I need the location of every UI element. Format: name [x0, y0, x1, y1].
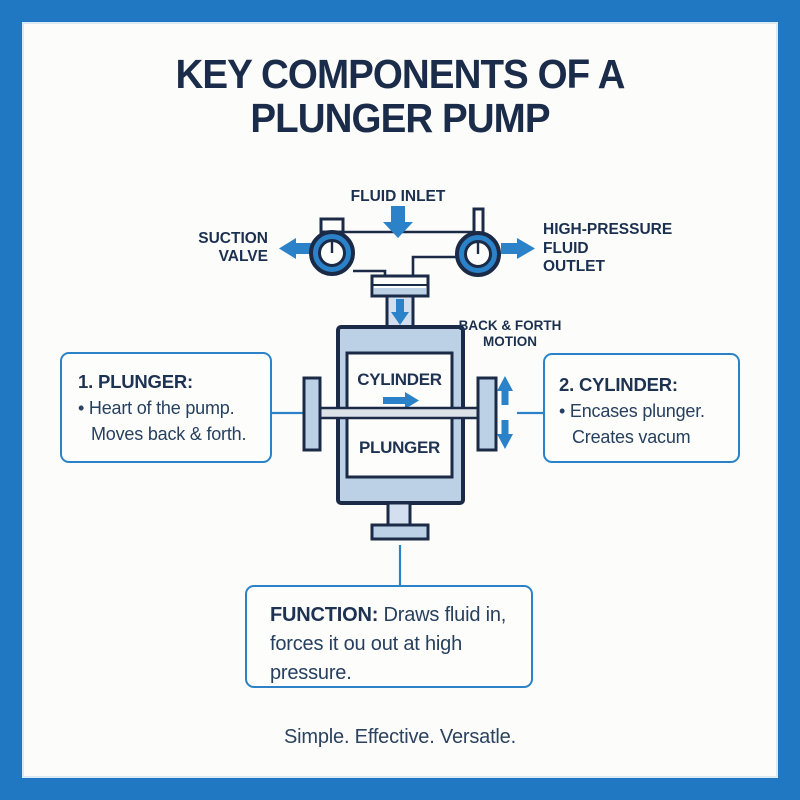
cylinder-motion-arrow-icon [383, 392, 419, 409]
tagline: Simple. Effective. Versatle. [284, 726, 516, 748]
down-motion-arrow-icon [497, 420, 513, 449]
cylinder-callout-cont: Creates vacum [572, 427, 691, 447]
outlet-valve-icon [455, 231, 501, 277]
bottom-base [370, 523, 430, 541]
page-title: KEY COMPONENTS OF A PLUNGER PUMP [24, 52, 776, 140]
inlet-neck [385, 294, 415, 329]
left-rod-plate [302, 376, 322, 452]
bottom-stem [386, 501, 412, 527]
callout-connector-lines [268, 411, 543, 585]
outlet-arrow-icon [501, 238, 535, 259]
plunger-callout-bullet: • Heart of the pump. [78, 398, 235, 418]
high-pressure-outlet-label: HIGH-PRESSURE FLUID OUTLET [543, 221, 673, 275]
plunger-rod [316, 406, 482, 420]
function-callout-box: FUNCTION: Draws fluid in, forces it ou o… [245, 585, 533, 688]
up-motion-arrow-icon [497, 376, 513, 405]
plunger-label: PLUNGER [358, 438, 441, 457]
page-title-line2: PLUNGER PUMP [250, 95, 550, 141]
function-heading: FUNCTION: [270, 604, 379, 626]
fluid-inlet-arrow-icon [383, 206, 413, 238]
suction-valve-icon [309, 230, 355, 276]
page-title-line1: KEY COMPONENTS OF A [175, 51, 626, 97]
cylinder-callout-bullet: • Encases plunger. [559, 401, 705, 421]
suction-valve-label: SUCTION VALVE [198, 230, 268, 265]
fluid-inlet-label: FLUID INLET [350, 188, 446, 205]
pipe-lines [334, 230, 476, 277]
cylinder-callout-box: 2. CYLINDER: • Encases plunger. Creates … [543, 353, 740, 463]
top-flange [370, 274, 430, 298]
plunger-callout-heading: 1. PLUNGER: [78, 371, 193, 392]
back-forth-motion-label: BACK & FORTH MOTION [458, 318, 562, 349]
cylinder-label: CYLINDER [357, 370, 442, 389]
plunger-callout-box: 1. PLUNGER: • Heart of the pump. Moves b… [60, 352, 272, 463]
plunger-callout-cont: Moves back & forth. [91, 424, 247, 444]
function-body: Draws fluid in, forces it ou out at high… [270, 604, 507, 684]
suction-arrow-icon [279, 238, 312, 259]
cylinder-callout-heading: 2. CYLINDER: [559, 374, 678, 395]
right-rod-plate [476, 376, 498, 452]
